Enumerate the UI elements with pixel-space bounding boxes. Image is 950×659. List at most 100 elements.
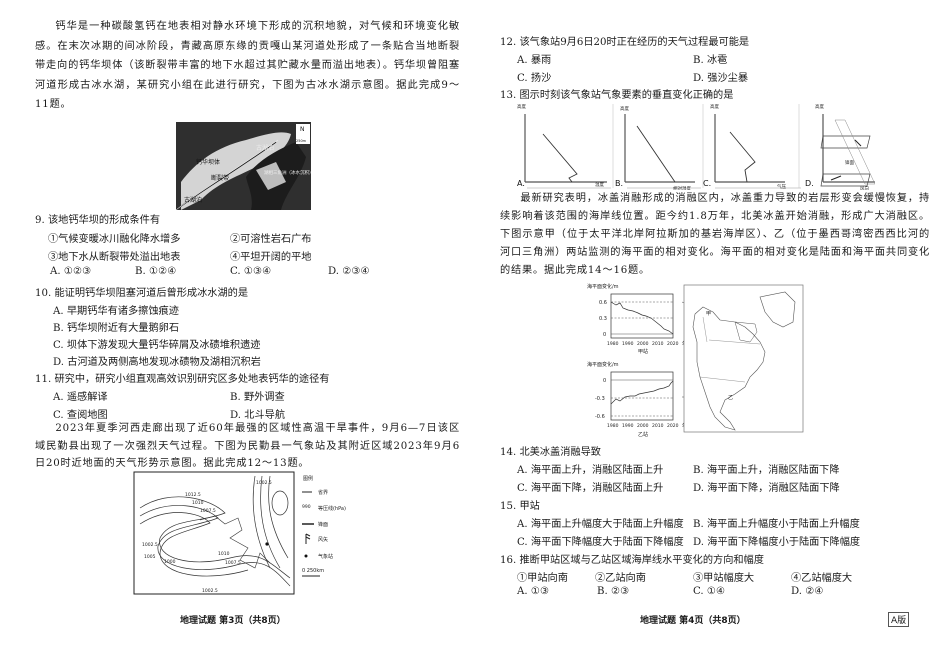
right-page: 12. 该气象站9月6日20时正在经历的天气过程最可能是 A. 暴雨 B. 冰雹… [475, 0, 950, 659]
q16-option-b: B. ②③ [597, 586, 630, 597]
figure-ancient-glacial-lake: 钙华坝体 断裂带 古湖泊 古湖泊 湖相三角洲（冰水沉积） N 250m [175, 122, 314, 211]
q10-option-b: B. 钙华坝附近有大量鹅卵石 [53, 323, 180, 334]
label-station-jia: 甲 [706, 311, 711, 317]
svg-text:D.: D. [805, 179, 814, 188]
svg-text:风向: 风向 [860, 185, 869, 190]
svg-text:高度: 高度 [620, 105, 629, 112]
q16-option-a: A. ①③ [517, 586, 550, 597]
svg-text:1007.5: 1007.5 [225, 560, 241, 566]
svg-text:2000: 2000 [637, 341, 649, 347]
svg-text:甲站: 甲站 [638, 348, 648, 355]
q15-option-d: D. 海平面下降幅度小于陆面下降幅度 [693, 537, 861, 548]
q9-option-b: B. ①②④ [135, 266, 177, 277]
svg-text:1002.5: 1002.5 [142, 542, 158, 548]
q9-option-d: D. ②③④ [328, 266, 370, 277]
figure-weather-map: 1012.5 1010 1007.5 1002.5 1005 1000 1002… [130, 468, 380, 598]
footer-page-4: 地理试题 第4页（共8页） [640, 616, 746, 626]
svg-text:锋面: 锋面 [845, 159, 854, 166]
svg-text:0: 0 [603, 332, 606, 338]
chart-option-b: B. 高度 相对湿度 [615, 104, 704, 192]
q11-option-c: C. 查阅地图 [53, 410, 108, 421]
question-11-stem: 11. 研究中，研究小组直观高效识别研究区多处地表钙华的途径有 [35, 374, 330, 385]
figure-sea-level-change: 海平面变化/m 0.6 0.3 0 1980 1990 2000 2010 20… [585, 282, 915, 440]
svg-text:-0.6: -0.6 [595, 414, 605, 420]
svg-text:2020: 2020 [667, 341, 679, 347]
passage-hexi-corridor: 2023年夏季河西走廊出现了近60年最强的区域性高温干旱事件，9月6—7日该区域… [35, 423, 460, 469]
q12-option-d: D. 强沙尘暴 [693, 73, 749, 84]
svg-text:-0.3: -0.3 [595, 396, 605, 402]
legend-scale: 0 250km [302, 568, 324, 574]
svg-text:1000: 1000 [164, 559, 176, 565]
svg-text:1002.5: 1002.5 [202, 588, 218, 594]
svg-text:海平面变化/m: 海平面变化/m [587, 361, 619, 368]
svg-text:乙站: 乙站 [638, 431, 648, 438]
passage-ice-sheet: 最新研究表明，冰盖消融形成的消融区内，冰盖重力导致的岩层形变会缓慢恢复，持续影响… [500, 193, 930, 276]
left-page: 钙华是一种碳酸氢钙在地表相对静水环境下形成的沉积地貌，对气候和环境变化敏感。在末… [35, 21, 460, 626]
q9-option-a: A. ①②③ [50, 266, 92, 277]
legend-province-border: 省界 [318, 489, 328, 496]
svg-text:海平面变化/m: 海平面变化/m [587, 283, 619, 290]
q9-item-2: ②可溶性岩石广布 [230, 234, 312, 245]
label-fault-zone: 断裂带 [211, 174, 229, 182]
q11-option-d: D. 北斗导航 [230, 410, 286, 421]
svg-text:2020: 2020 [667, 423, 679, 429]
svg-text:C.: C. [703, 179, 711, 188]
q12-option-a: A. 暴雨 [517, 55, 552, 66]
svg-text:气压: 气压 [777, 183, 786, 190]
q11-option-b: B. 野外调查 [230, 392, 285, 403]
q16-item-3: ③甲站幅度大 [693, 573, 755, 584]
q9-option-c: C. ①③④ [230, 266, 272, 277]
svg-text:1010: 1010 [218, 551, 230, 557]
svg-text:0.3: 0.3 [599, 316, 607, 322]
q15-option-b: B. 海平面上升幅度小于陆面上升幅度 [693, 519, 860, 530]
legend-title: 图例 [303, 475, 313, 482]
q16-item-2: ②乙站向南 [595, 573, 646, 584]
svg-text:B.: B. [615, 179, 623, 188]
svg-text:高度: 高度 [710, 103, 719, 110]
q16-item-1: ①甲站向南 [517, 573, 568, 584]
north-america-map: 甲 乙 [681, 284, 804, 433]
svg-text:990: 990 [302, 504, 311, 510]
chart-option-d: D. 高度 锋面 风向 [805, 103, 876, 192]
question-13-stem: 13. 图示时刻该气象站气象要素的垂直变化正确的是 [500, 90, 734, 101]
question-14-stem: 14. 北美冰盖消融导致 [500, 447, 601, 458]
version-badge: A版 [888, 612, 910, 627]
q10-option-a: A. 早期钙华有诸多擦蚀痕迹 [53, 306, 179, 317]
q16-option-c: C. ①④ [693, 586, 726, 597]
q16-item-4: ④乙站幅度大 [791, 573, 853, 584]
svg-text:1007.5: 1007.5 [200, 508, 216, 514]
svg-text:0: 0 [603, 378, 606, 384]
q10-option-c: C. 坝体下游发现大量钙华碎屑及冰碛堆积遗迹 [53, 340, 261, 351]
legend-front: 锋面 [318, 521, 328, 528]
svg-text:2010: 2010 [652, 341, 664, 347]
svg-text:相对湿度: 相对湿度 [673, 185, 691, 190]
q10-option-d: D. 古河道及两侧高地发现冰碛物及湖相沉积岩 [53, 357, 261, 368]
chart-option-c: C. 高度 气压 [703, 103, 801, 190]
q9-item-1: ①气候变暖冰川融化降水增多 [48, 234, 181, 245]
svg-text:1002.5: 1002.5 [256, 480, 272, 486]
question-15-stem: 15. 甲站 [500, 501, 540, 512]
svg-text:0.6: 0.6 [599, 300, 607, 306]
label-ancient-lake-2: 古湖泊 [184, 196, 202, 204]
q12-option-b: B. 冰雹 [693, 55, 728, 66]
svg-text:2010: 2010 [652, 423, 664, 429]
legend-isobar: 等压线(hPa) [318, 505, 346, 512]
q9-item-3: ③地下水从断裂带处溢出地表 [48, 252, 181, 263]
question-9-stem: 9. 该地钙华坝的形成条件有 [35, 215, 161, 226]
footer-page-3: 地理试题 第3页（共8页） [180, 616, 286, 626]
svg-text:1005: 1005 [144, 554, 156, 560]
svg-text:A.: A. [517, 179, 525, 188]
q15-option-a: A. 海平面上升幅度大于陆面上升幅度 [517, 519, 684, 530]
svg-text:2000: 2000 [637, 423, 649, 429]
passage-calcium-travertine: 钙华是一种碳酸氢钙在地表相对静水环境下形成的沉积地貌，对气候和环境变化敏感。在末… [35, 21, 460, 110]
q14-option-c: C. 海平面下降，消融区陆面上升 [517, 483, 664, 494]
chart-station-yi: 海平面变化/m 0 -0.3 -0.6 1980 1990 2000 2010 … [587, 361, 687, 438]
chart-option-a: A. 高度 温度 [517, 103, 614, 189]
q14-option-a: A. 海平面上升，消融区陆面上升 [517, 465, 664, 476]
legend-wind-barb: 风矢 [318, 536, 328, 543]
q12-option-c: C. 扬沙 [517, 73, 552, 84]
svg-text:高度: 高度 [815, 103, 824, 110]
scale-bar: 250m [296, 139, 307, 143]
q16-option-d: D. ②④ [791, 586, 824, 597]
question-10-stem: 10. 能证明钙华坝阻塞河道后曾形成冰水湖的是 [35, 288, 249, 299]
